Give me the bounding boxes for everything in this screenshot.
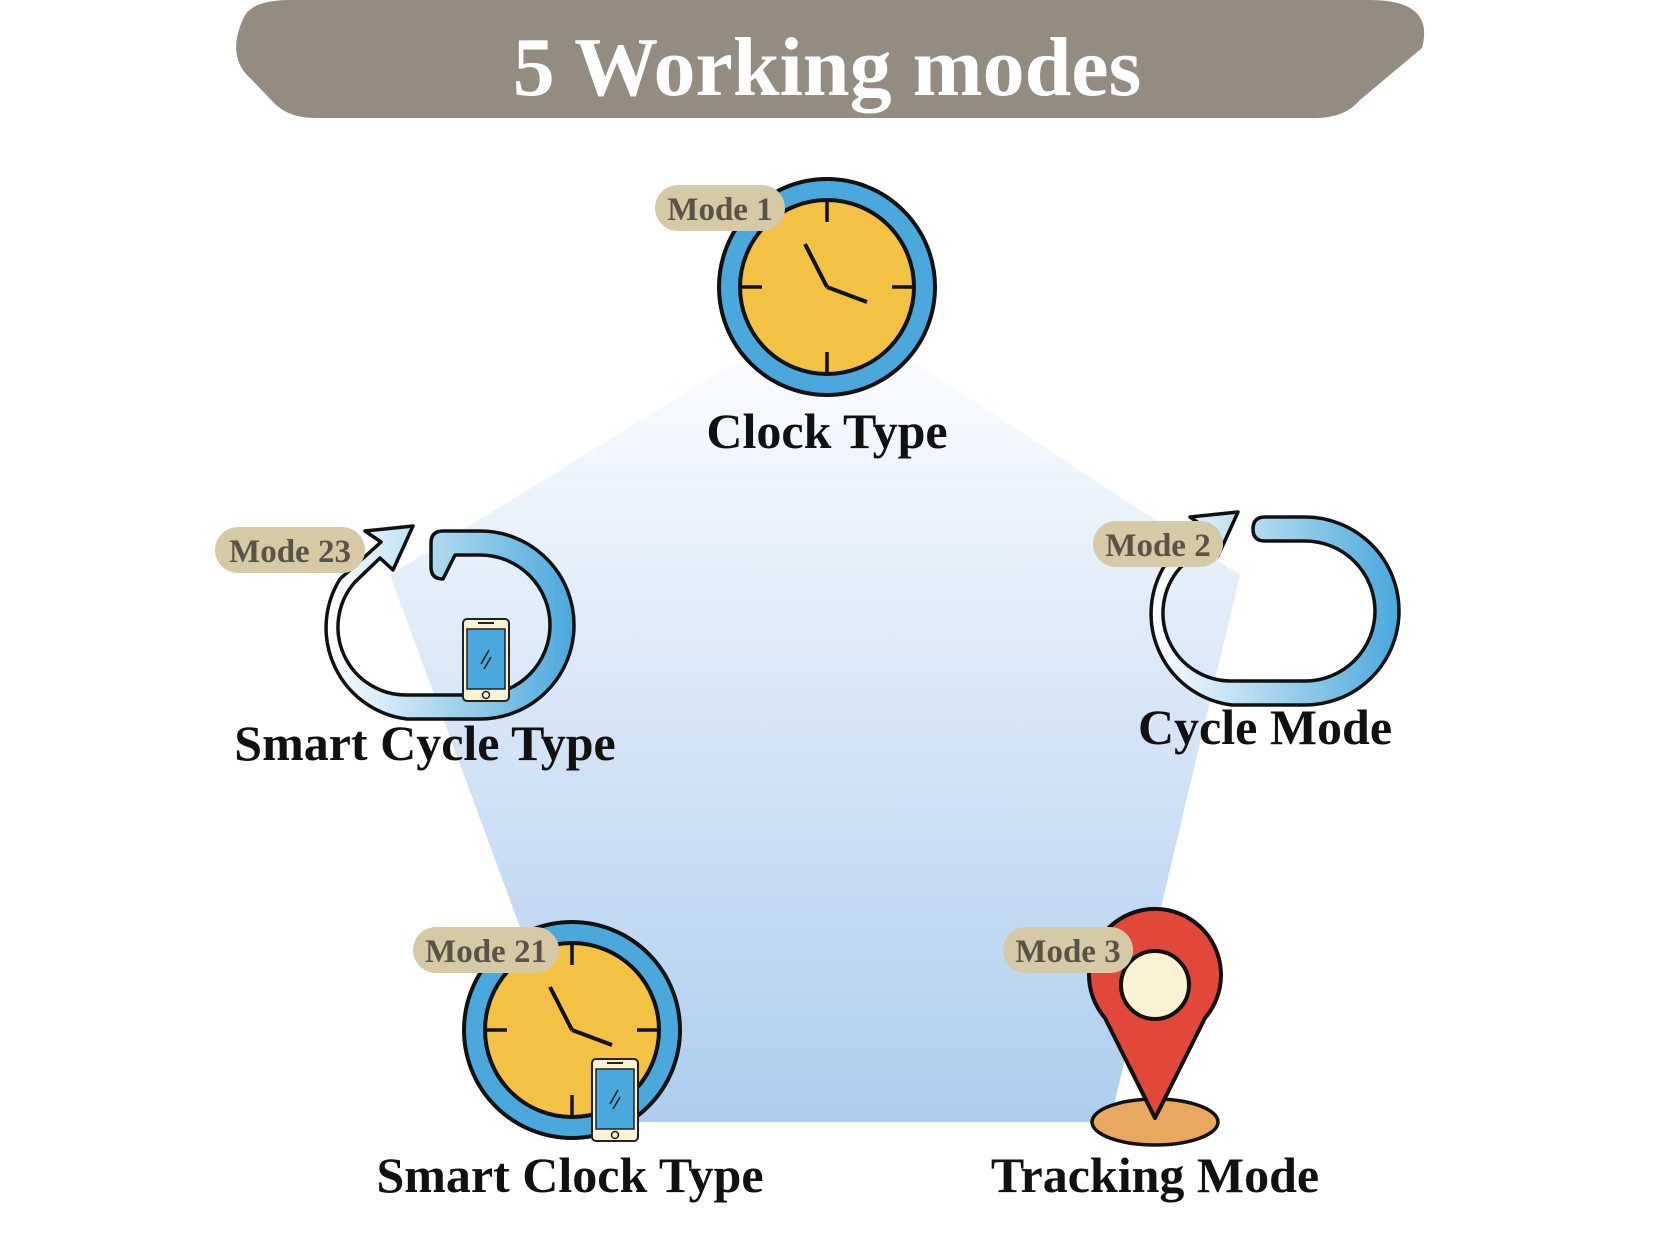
- title-banner: 5 Working modes: [236, 0, 1425, 118]
- mode-badge: Mode 2: [1093, 521, 1223, 567]
- mode-badge-label: Mode 3: [1015, 934, 1120, 970]
- clock-icon: [717, 177, 937, 397]
- mode-smart-clock-type: Mode 21 Smart Clock Type: [376, 920, 764, 1203]
- mode-badge: Mode 3: [1003, 927, 1133, 973]
- mode-cycle-mode: Mode 2 Cycle Mode: [1093, 510, 1401, 755]
- mode-badge: Mode 1: [655, 185, 785, 231]
- mode-tracking-mode: Mode 3 Tracking Mode: [991, 907, 1319, 1203]
- mode-badge-label: Mode 2: [1105, 528, 1210, 564]
- page-title: 5 Working modes: [513, 21, 1142, 114]
- cycle-arrow-with-phone-icon: [324, 524, 576, 721]
- mode-label: Cycle Mode: [1138, 699, 1392, 755]
- mode-badge: Mode 21: [413, 927, 559, 973]
- mode-label: Smart Cycle Type: [234, 715, 615, 771]
- mode-label: Smart Clock Type: [376, 1147, 763, 1203]
- mode-badge: Mode 23: [215, 527, 365, 573]
- mode-badge-label: Mode 1: [667, 192, 772, 228]
- mode-label: Clock Type: [706, 403, 947, 459]
- mode-clock-type: Mode 1 Clock Type: [655, 177, 948, 459]
- cycle-arrow-icon: [1149, 510, 1401, 707]
- mode-label: Tracking Mode: [991, 1147, 1319, 1203]
- clock-with-phone-icon: [462, 920, 682, 1142]
- mode-smart-cycle-type: Mode 23 Smart Cycle Type: [215, 524, 616, 771]
- mode-badge-label: Mode 23: [229, 534, 351, 570]
- title-banner-shape: [236, 0, 1425, 118]
- mode-badge-label: Mode 21: [425, 934, 547, 970]
- pentagon-background: [390, 305, 1240, 1122]
